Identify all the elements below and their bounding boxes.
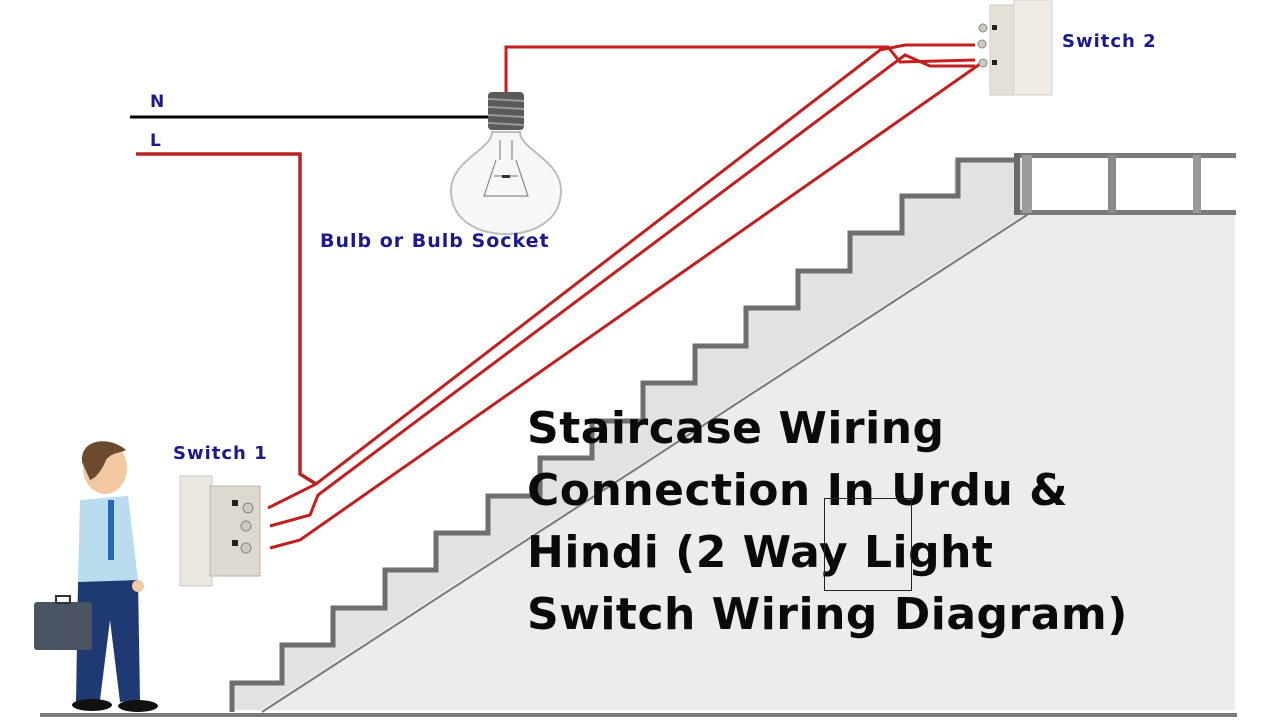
person-icon [34, 441, 158, 712]
bulb-icon [449, 92, 563, 236]
diagram-title: Staircase Wiring Connection In Urdu & Hi… [527, 398, 1227, 646]
title-line-4: Switch Wiring Diagram) [527, 589, 1128, 640]
traveller-wire-3 [269, 62, 981, 550]
bulb-label: Bulb or Bulb Socket [320, 230, 550, 252]
switch2-icon [977, 0, 1053, 96]
switch1-icon [179, 475, 261, 587]
selection-box [824, 498, 912, 591]
staircase [40, 153, 1237, 717]
floor-line [40, 713, 1237, 717]
switch2-label: Switch 2 [1062, 31, 1157, 52]
traveller-wire-1 [267, 43, 975, 510]
switch1-label: Switch 1 [173, 443, 268, 464]
traveller-wire-2 [269, 53, 975, 528]
title-line-2: Connection In Urdu & [527, 465, 1069, 516]
stringer-line [261, 212, 1031, 713]
railing [1014, 153, 1236, 215]
title-line-3: Hindi (2 Way Light [527, 527, 994, 578]
wall [230, 210, 1235, 710]
neutral-label: N [150, 92, 166, 112]
title-line-1: Staircase Wiring [527, 403, 945, 454]
steps-outline [229, 157, 1016, 712]
live-wire [136, 152, 317, 486]
live-label: L [150, 131, 162, 151]
